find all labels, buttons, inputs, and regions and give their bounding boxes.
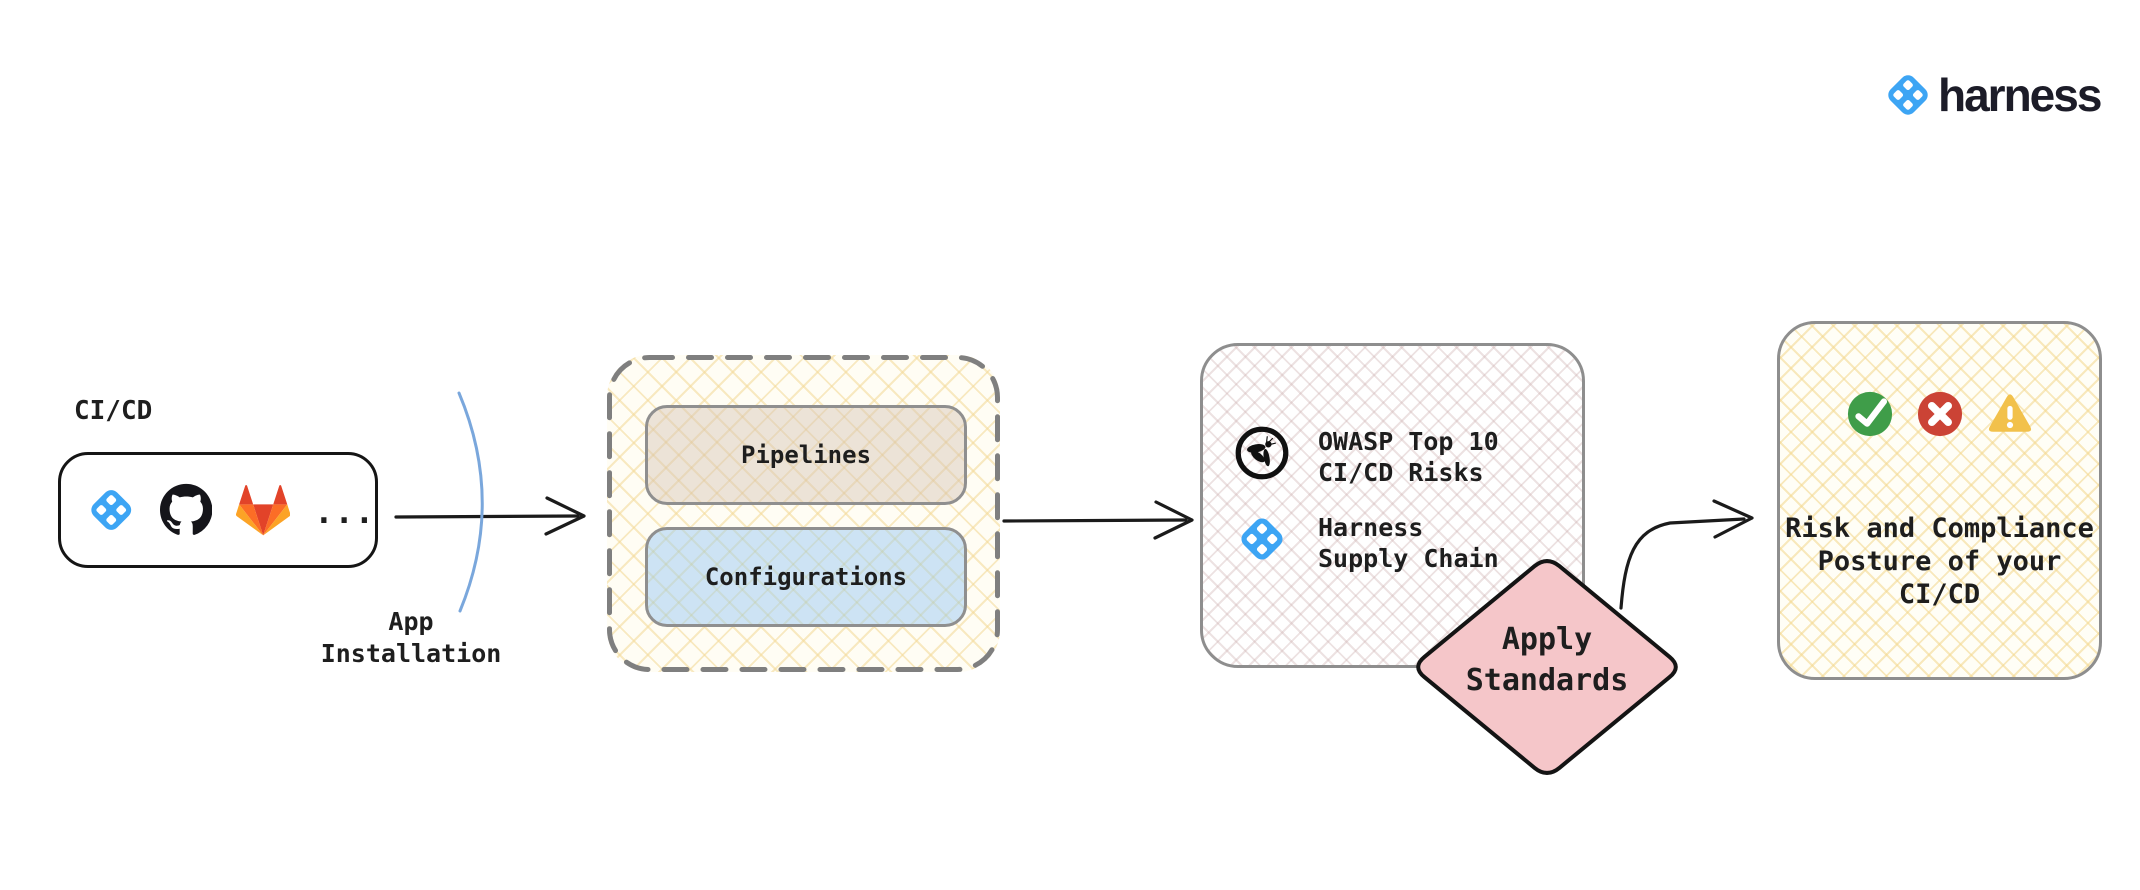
harness-logo-icon	[1237, 514, 1287, 564]
status-icons-row	[1780, 390, 2099, 438]
owasp-line2: CI/CD Risks	[1318, 458, 1484, 487]
configurations-label: Configurations	[704, 563, 908, 591]
harness-wordmark: harness	[1938, 69, 2102, 121]
posture-line1: Risk and Compliance	[1785, 513, 2094, 544]
github-logo-icon	[160, 483, 212, 537]
check-icon	[1846, 390, 1894, 438]
owasp-text: OWASP Top 10 CI/CD Risks	[1318, 426, 1499, 488]
apply-standards-line2: Standards	[1465, 663, 1629, 698]
apply-standards-diamond	[1416, 559, 1678, 775]
cicd-sources-box: ...	[58, 452, 378, 568]
cross-icon	[1916, 390, 1964, 438]
app-installation-line1: App	[388, 607, 434, 636]
arrow-sources-to-scope	[394, 514, 580, 519]
harness-logo-icon	[1884, 70, 1932, 120]
arrowhead	[1153, 500, 1194, 540]
supply-chain-line1: Harness	[1318, 513, 1424, 542]
scope-dashed-box: Pipelines Configurations	[607, 355, 1000, 672]
app-installation-arc	[457, 391, 484, 613]
pipelines-node: Pipelines	[645, 405, 967, 505]
app-installation-line2: Installation	[320, 639, 502, 668]
posture-caption: Risk and Compliance Posture of your CI/C…	[1780, 512, 2099, 611]
supply-chain-line2: Supply Chain	[1318, 544, 1499, 573]
harness-logo-icon	[87, 485, 136, 535]
app-installation-caption: App Installation	[316, 606, 506, 670]
posture-line2: Posture of your	[1817, 546, 2062, 577]
owasp-line1: OWASP Top 10	[1318, 427, 1499, 456]
warning-icon	[1986, 390, 2034, 438]
arrowhead	[1712, 499, 1754, 539]
harness-brand: harness	[1884, 69, 2102, 121]
arrowhead	[544, 496, 586, 536]
cicd-label: CI/CD	[74, 396, 153, 426]
more-sources-ellipsis: ...	[314, 493, 375, 531]
arrow-scope-to-standards	[1002, 518, 1188, 523]
scope-dashed-border	[607, 355, 1000, 672]
harness-supply-chain-text: Harness Supply Chain	[1318, 512, 1499, 574]
posture-line3: CI/CD	[1898, 579, 1981, 610]
pipelines-label: Pipelines	[740, 441, 872, 469]
apply-standards-line1: Apply	[1501, 622, 1593, 657]
owasp-logo-icon	[1233, 424, 1291, 482]
posture-box: Risk and Compliance Posture of your CI/C…	[1777, 321, 2102, 680]
apply-standards-label: Apply Standards	[1402, 619, 1692, 701]
configurations-node: Configurations	[645, 527, 967, 627]
gitlab-logo-icon	[236, 484, 290, 536]
